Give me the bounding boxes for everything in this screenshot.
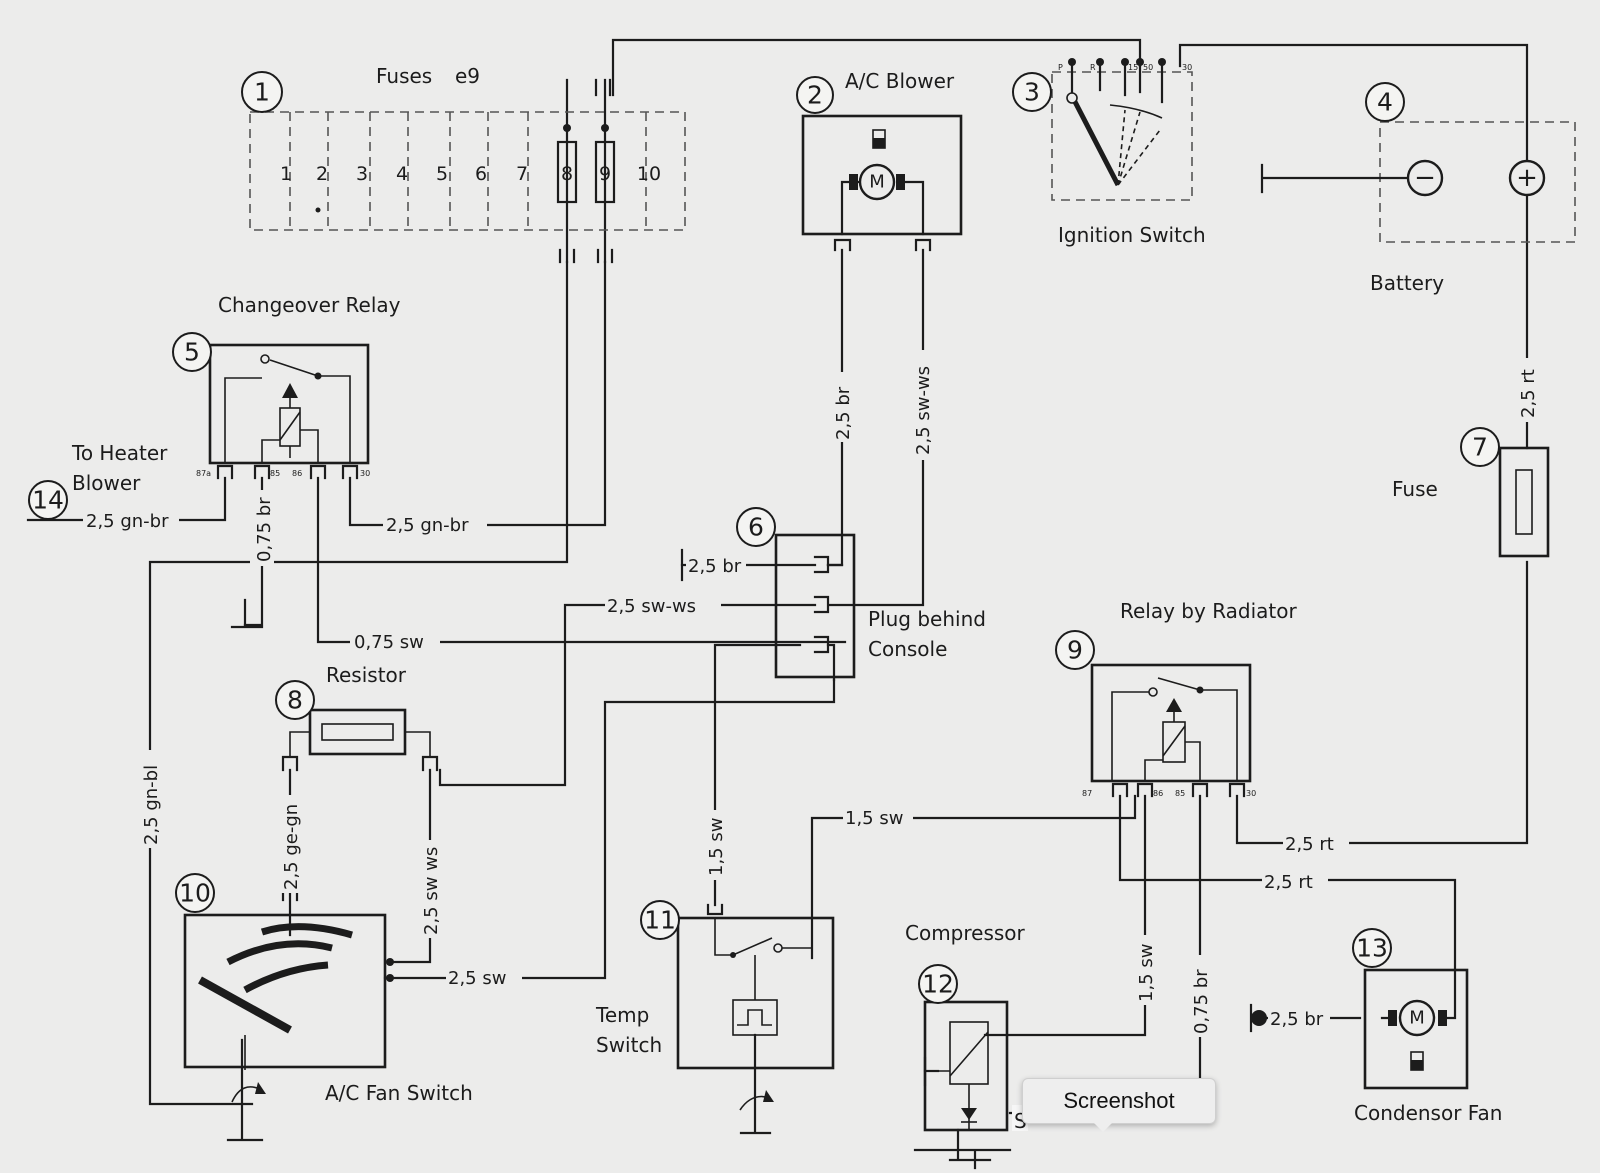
fuse-number-7: 7	[516, 163, 528, 185]
wire-label-075br: 0,75 br	[254, 497, 275, 562]
wire-label-gnbr-right: 2,5 gn-br	[386, 515, 469, 536]
wire-label-battery-rt: 2,5 rt	[1518, 369, 1539, 418]
fuse-number-2: 2	[316, 163, 328, 185]
fuse-number-9: 9	[599, 163, 611, 185]
temp-switch-label-line2: Switch	[596, 1033, 662, 1057]
fuse-number-10: 10	[637, 163, 661, 185]
wire-label-comp-sw: 1,5 sw	[1136, 944, 1157, 1002]
ignition-terminal-30: 30	[1182, 63, 1192, 72]
wire-label-relay-075br: 0,75 br	[1191, 969, 1212, 1034]
fuses-code-label: e9	[455, 64, 480, 88]
wire-label-relay-sw: 1,5 sw	[845, 808, 903, 829]
fuse-number-4: 4	[396, 163, 408, 185]
wire-labels: 2,5 gn-br 2,5 gn-br 0,75 br 0,75 sw 2,5 …	[83, 350, 1539, 1037]
component-number-5: 5	[184, 338, 200, 367]
wire-label-blower-swws: 2,5 sw-ws	[913, 366, 934, 455]
wire-label-relay-rt-b: 2,5 rt	[1264, 872, 1313, 893]
component-number-1: 1	[254, 78, 270, 107]
fuse-number-5: 5	[436, 163, 448, 185]
wire-label-gnbr-left: 2,5 gn-br	[86, 511, 169, 532]
fuse-label: Fuse	[1392, 477, 1438, 501]
wire-label-temp-sw: 1,5 sw	[706, 818, 727, 876]
fuse-number-6: 6	[475, 163, 487, 185]
condensor-fan-label: Condensor Fan	[1354, 1101, 1502, 1125]
fuse-number-3: 3	[356, 163, 368, 185]
battery-fuse: 7 Fuse	[1392, 427, 1550, 558]
plug-behind-console: 6 Plug behind Console	[736, 507, 986, 682]
wire-label-blower-br: 2,5 br	[833, 386, 854, 440]
wire-label-switch-sw: 2,5 sw	[448, 968, 506, 989]
component-number-6: 6	[748, 513, 764, 542]
relay-by-radiator: 87 86 85 30 9 Relay by Radiator	[1055, 599, 1297, 798]
ignition-terminal-p: P	[1058, 63, 1063, 72]
fan-switch-label: A/C Fan Switch	[325, 1081, 473, 1105]
wire-label-plug-br: 2,5 br	[688, 556, 742, 577]
resistor: 8 Resistor	[275, 663, 439, 772]
relay5-terminal-85: 85	[270, 469, 280, 478]
ac-blower-label: A/C Blower	[845, 69, 955, 93]
wire-label-plug-swws: 2,5 sw-ws	[607, 596, 696, 617]
relay-radiator-label: Relay by Radiator	[1120, 599, 1297, 623]
condensor-motor-symbol: M	[1409, 1008, 1425, 1029]
ignition-terminal-50: 50	[1143, 63, 1153, 72]
wire-label-fan-br: 2,5 br	[1270, 1009, 1324, 1030]
tooltip-text: Screenshot	[1063, 1088, 1175, 1113]
ac-fan-switch: 10 A/C Fan Switch	[175, 873, 473, 1105]
fuse-number-1: 1	[280, 163, 292, 185]
fuse-box: 1 2 3 4 5 6 7 8 9 10 1 Fuses e9	[241, 64, 686, 264]
heater-blower-label-line2: Blower	[72, 471, 141, 495]
component-number-13: 13	[1356, 934, 1388, 963]
screenshot-tooltip: Screenshot	[1022, 1078, 1216, 1124]
relay5-terminal-86: 86	[292, 469, 302, 478]
battery: − + 4 Battery	[1260, 82, 1576, 295]
compressor-label: Compressor	[905, 921, 1026, 945]
resistor-label: Resistor	[326, 663, 407, 687]
component-number-8: 8	[287, 686, 303, 715]
wire-label-gegn: 2,5 ge-gn	[281, 804, 302, 890]
fuse-number-8: 8	[561, 163, 573, 185]
component-number-9: 9	[1067, 636, 1083, 665]
wire-label-gnbl: 2,5 gn-bl	[141, 765, 162, 845]
ignition-switch: P R 15 50 30 3 Ignition Switch	[1012, 58, 1206, 247]
battery-label: Battery	[1370, 271, 1444, 295]
condensor-fan: M 13 Condensor Fan	[1352, 928, 1502, 1125]
relay5-terminal-30: 30	[360, 469, 370, 478]
relay5-terminal-87a: 87a	[196, 469, 211, 478]
component-number-3: 3	[1024, 78, 1040, 107]
relay9-terminal-30: 30	[1246, 789, 1256, 798]
plug-label-line2: Console	[868, 637, 947, 661]
wire-label-switch-swws: 2,5 sw ws	[421, 847, 442, 935]
plug-label-line1: Plug behind	[868, 607, 986, 631]
component-number-4: 4	[1377, 88, 1393, 117]
component-number-10: 10	[179, 879, 211, 908]
heater-blower-connection: 14 To Heater Blower	[28, 441, 168, 520]
wire-label-075sw: 0,75 sw	[354, 632, 424, 653]
blower-motor-symbol: M	[869, 172, 885, 193]
heater-blower-label-line1: To Heater	[71, 441, 168, 465]
relay9-terminal-85: 85	[1175, 789, 1185, 798]
battery-minus-icon: −	[1414, 163, 1436, 193]
ignition-terminal-r: R	[1090, 63, 1096, 72]
tooltip-tail	[1092, 1121, 1114, 1132]
battery-plus-icon: +	[1516, 163, 1538, 193]
component-number-12: 12	[922, 970, 954, 999]
ignition-terminal-15: 15	[1128, 63, 1138, 72]
relay9-terminal-86: 86	[1153, 789, 1163, 798]
fuses-label: Fuses	[376, 64, 432, 88]
ac-blower: M 2 A/C Blower	[796, 69, 963, 252]
wire-label-relay-rt-a: 2,5 rt	[1285, 834, 1334, 855]
compressor: 12 Compressor	[905, 921, 1026, 1132]
changeover-relay: 87a 85 86 30 5 Changeover Relay	[172, 293, 401, 480]
temp-switch-label-line1: Temp	[595, 1003, 649, 1027]
relay9-terminal-87: 87	[1082, 789, 1092, 798]
changeover-relay-label: Changeover Relay	[218, 293, 401, 317]
ignition-switch-label: Ignition Switch	[1058, 223, 1206, 247]
component-number-11: 11	[644, 906, 676, 935]
component-number-7: 7	[1472, 433, 1488, 462]
component-number-2: 2	[807, 81, 823, 110]
temp-switch: 11 Temp Switch	[595, 900, 835, 1111]
component-number-14: 14	[32, 486, 64, 515]
